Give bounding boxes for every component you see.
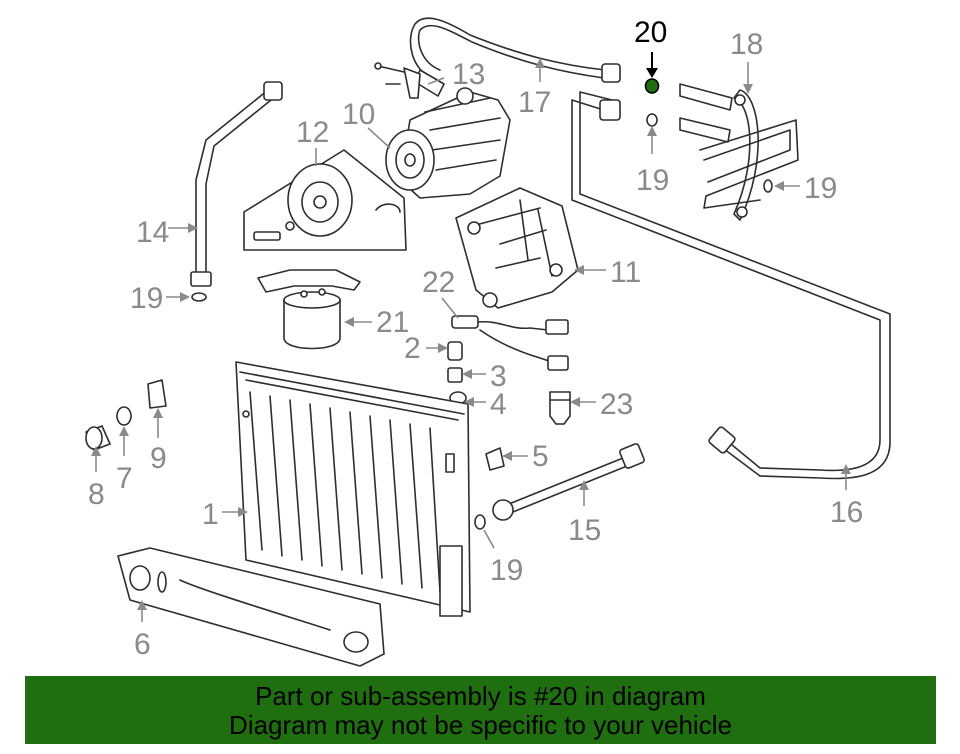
part-18-valve-assembly xyxy=(679,83,799,221)
label-part-1: 1 xyxy=(202,498,219,531)
bushings-7-8-9 xyxy=(85,379,167,451)
label-part-19: 19 xyxy=(130,282,163,315)
part-6-support xyxy=(117,547,385,667)
label-part-15: 15 xyxy=(568,514,601,547)
label-part-11: 11 xyxy=(610,256,641,289)
label-part-3: 3 xyxy=(490,360,507,393)
part-20-o-ring xyxy=(644,78,660,94)
label-part-9: 9 xyxy=(150,442,167,475)
banner-line-1: Part or sub-assembly is #20 in diagram xyxy=(255,681,706,711)
label-part-6: 6 xyxy=(134,628,151,661)
part-21-receiver-drier xyxy=(257,269,361,350)
label-part-19: 19 xyxy=(490,554,523,587)
label-part-16: 16 xyxy=(830,496,863,529)
label-part-2: 2 xyxy=(404,332,421,365)
part-12-clutch-assembly xyxy=(243,149,407,251)
part-labels: 20 18 19 19 17 13 10 12 14 19 21 11 22 2… xyxy=(88,16,863,661)
part-14-hose xyxy=(190,81,283,287)
label-part-21: 21 xyxy=(376,306,409,339)
label-part-10: 10 xyxy=(342,98,375,131)
label-part-23: 23 xyxy=(600,388,633,421)
leader-lines xyxy=(91,52,851,622)
label-part-19: 19 xyxy=(636,164,669,197)
label-part-5: 5 xyxy=(532,440,549,473)
part-17-hose xyxy=(409,17,621,97)
label-part-12: 12 xyxy=(296,116,329,149)
banner-line-2: Diagram may not be specific to your vehi… xyxy=(229,710,732,740)
label-part-22: 22 xyxy=(422,266,455,299)
part-16-line xyxy=(571,91,891,480)
label-part-4: 4 xyxy=(490,388,507,421)
part-23-switch xyxy=(549,391,571,425)
part-13-bolt xyxy=(374,62,421,99)
label-part-7: 7 xyxy=(116,462,133,495)
label-part-18: 18 xyxy=(730,28,763,61)
label-part-14: 14 xyxy=(136,216,169,249)
part-22-harness xyxy=(451,315,569,371)
part-10-compressor xyxy=(385,87,511,199)
label-part-17: 17 xyxy=(518,86,551,119)
part-5-clip xyxy=(485,447,505,471)
label-part-13: 13 xyxy=(452,58,485,91)
label-part-20: 20 xyxy=(634,16,667,49)
part-15-hose xyxy=(492,443,645,521)
part-1-condenser xyxy=(235,361,471,617)
label-part-8: 8 xyxy=(88,478,105,511)
disclaimer-banner: Part or sub-assembly is #20 in diagram D… xyxy=(25,676,936,744)
label-part-19: 19 xyxy=(804,172,837,205)
part-11-mounting-bracket xyxy=(455,187,579,309)
